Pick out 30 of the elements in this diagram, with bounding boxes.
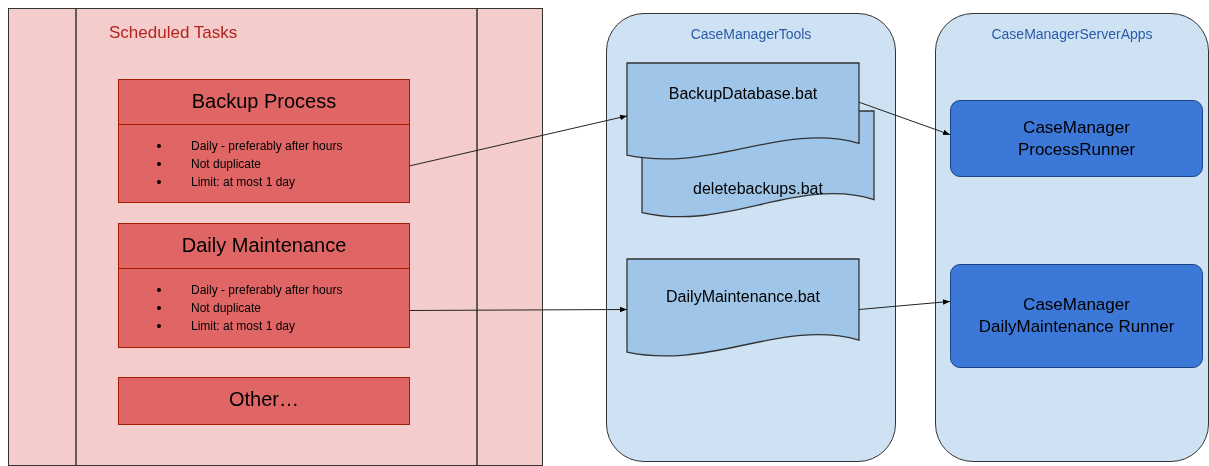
task-box xyxy=(118,223,410,348)
group-panel xyxy=(606,13,896,462)
task-title: Daily Maintenance xyxy=(119,224,409,269)
bullet-item: Limit: at most 1 day xyxy=(191,173,409,191)
task-title: Backup Process xyxy=(119,80,409,125)
app-name: CaseManager ProcessRunner xyxy=(1016,116,1137,161)
bullet-item: Not duplicate xyxy=(191,299,409,317)
panel-title: CaseManagerTools xyxy=(689,26,813,42)
task-box xyxy=(118,79,410,203)
app-box xyxy=(950,264,1203,368)
arrow xyxy=(409,114,628,167)
bullet-item: Daily - preferably after hours xyxy=(191,137,409,155)
file-name: BackupDatabase.bat xyxy=(668,85,818,105)
bullet-item: Limit: at most 1 day xyxy=(191,317,409,335)
task-title: Other… xyxy=(228,387,300,412)
file-name: DailyMaintenance.bat xyxy=(666,287,820,307)
app-name: CaseManager DailyMaintenance Runner xyxy=(977,294,1176,338)
bullet-item: Daily - preferably after hours xyxy=(191,281,409,299)
arrow xyxy=(409,306,628,313)
task-box xyxy=(118,377,410,425)
panel-title: Scheduled Tasks xyxy=(109,23,238,43)
app-box xyxy=(950,100,1203,177)
arrow xyxy=(858,299,951,310)
bullet-item: Not duplicate xyxy=(191,155,409,173)
arrow xyxy=(858,101,951,136)
file-name: deletebackups.bat xyxy=(693,179,823,199)
group-panel xyxy=(8,8,543,466)
panel-title: CaseManagerServerApps xyxy=(990,26,1154,42)
document-shape xyxy=(627,259,859,358)
group-panel xyxy=(935,13,1209,462)
